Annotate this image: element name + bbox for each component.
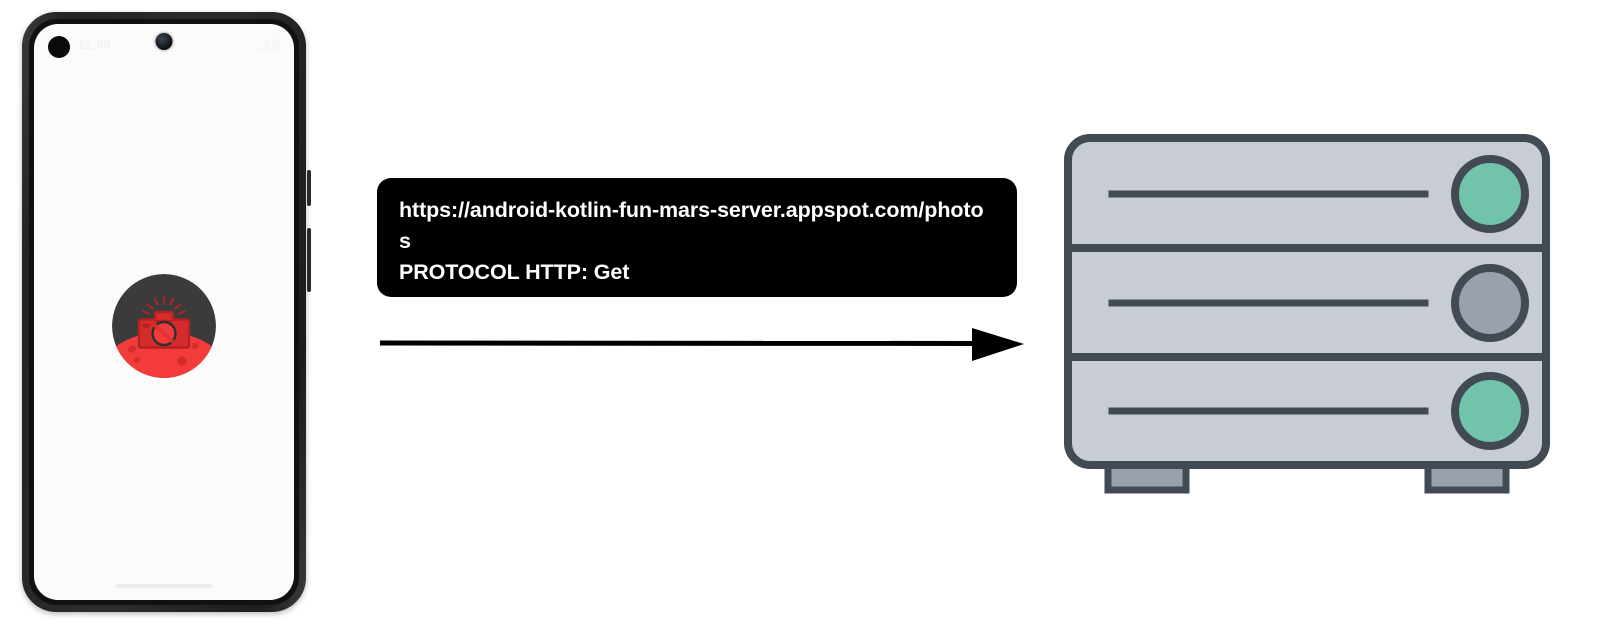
signal-bars-icon [258,40,269,51]
server-unit-2 [1108,264,1529,342]
camera-punch-hole [48,36,70,58]
status-bar-time: 12:00 [78,38,111,52]
front-camera-icon [155,33,173,50]
request-callout: https://android-kotlin-fun-mars-server.a… [377,178,1017,297]
power-button[interactable] [307,170,311,206]
request-protocol-text: PROTOCOL HTTP: Get [399,260,630,284]
request-url-text: https://android-kotlin-fun-mars-server.a… [399,198,984,253]
status-bar-icons [258,37,280,51]
volume-button[interactable] [307,228,311,292]
request-arrow [378,322,1024,366]
phone-screen: 12:00 [34,24,294,600]
home-gesture-bar[interactable] [116,584,212,588]
mars-photos-app-logo [112,274,216,378]
battery-icon [273,37,280,51]
web-server [1060,128,1552,496]
server-unit-3 [1108,372,1529,450]
status-bar: 12:00 [34,24,294,66]
server-unit-1 [1108,155,1529,233]
android-phone: 12:00 [20,10,311,614]
